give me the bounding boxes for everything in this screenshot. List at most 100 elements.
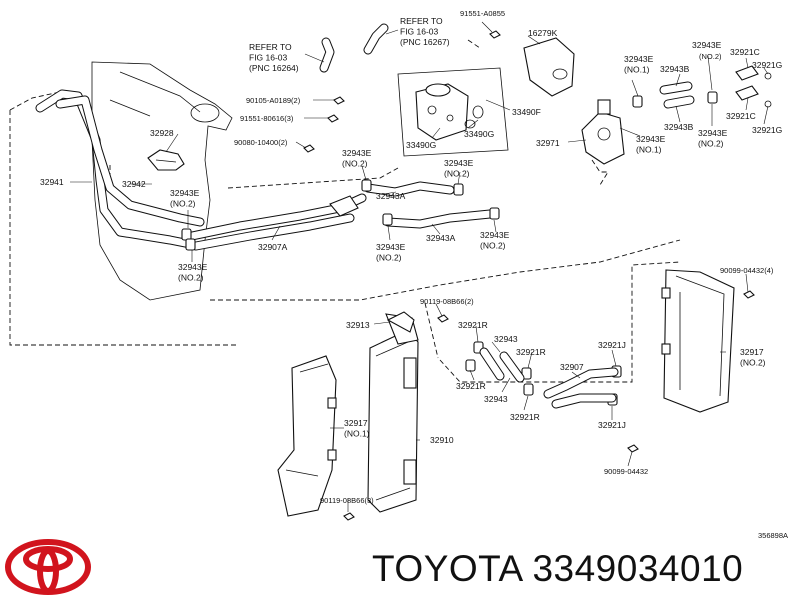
label-32943e-no2-f: 32943E(NO.2) <box>480 230 510 251</box>
label-16279k: 16279K <box>528 28 558 38</box>
valve-32971 <box>581 99 625 165</box>
label-32907: 32907 <box>560 362 584 372</box>
hose-32943-lower <box>479 347 525 383</box>
label-32943e: 32943E <box>692 40 722 50</box>
brand-line: TOYOTA 3349034010 <box>372 548 743 590</box>
label-32917-no1: 32917(NO.1) <box>344 418 370 439</box>
label-32941: 32941 <box>40 177 64 187</box>
label-32943-b: 32943 <box>484 394 508 404</box>
label-32921r-a: 32921R <box>458 320 488 330</box>
pipe-32907a <box>187 193 367 251</box>
label-32921r-d: 32921R <box>510 412 540 422</box>
label-refer-to-fig-left-line-1: REFER TO <box>249 42 292 52</box>
label-32943e-no2-c: 32943E(NO.2) <box>342 148 372 169</box>
label-32921r-b: 32921R <box>516 347 546 357</box>
label-32917-no1-line-2: (NO.1) <box>344 429 370 439</box>
label-32928: 32928 <box>150 128 174 138</box>
label-32943e-no2-b-line-1: 32943E <box>178 262 208 272</box>
label-refer-to-fig-right-line-1: REFER TO <box>400 16 443 26</box>
label-90099-04432: 90099-04432 <box>604 467 648 476</box>
hose-32943b-lower <box>663 95 695 109</box>
label-32921j-a: 32921J <box>598 340 626 350</box>
label-32921c-a: 32921C <box>730 47 760 57</box>
label-32943e-no1-b-line-2: (NO.1) <box>636 145 662 155</box>
air-duct-32917-no2 <box>661 269 735 413</box>
label-32943e-no2-d-line-2: (NO.2) <box>444 169 470 179</box>
label-90119-08b66-3: 90119-08B66(3) <box>320 496 374 505</box>
label-32943e-no2-c-line-2: (NO.2) <box>342 159 368 169</box>
label-33490g-b: 33490G <box>406 140 436 150</box>
fittings-32921c <box>735 65 772 108</box>
label-33490f: 33490F <box>512 107 541 117</box>
label-33490g-a: 33490G <box>464 129 494 139</box>
hose-upper-left <box>319 37 335 73</box>
label-90119-08b66-2: 90119-08B66(2) <box>420 297 474 306</box>
label-32917-no2-line-2: (NO.2) <box>740 358 766 368</box>
clamps <box>181 91 718 406</box>
label-90080-10400: 90080-10400(2) <box>234 138 288 147</box>
label-32943e-no2-g: 32943E(NO.2) <box>698 128 728 149</box>
label-32917-no1-line-1: 32917 <box>344 418 368 428</box>
label-32943e-no2-a-line-2: (NO.2) <box>170 199 196 209</box>
leader-lines <box>70 21 769 512</box>
hose-upper-right <box>363 23 389 55</box>
label-refer-to-fig-right-line-2: FIG 16-03 <box>400 27 439 37</box>
label-32943e-no2-f-line-1: 32943E <box>480 230 510 240</box>
label-32943e-no2-f-line-2: (NO.2) <box>480 241 506 251</box>
bracket-32913 <box>386 311 415 333</box>
label-90099-04432-4: 90099-04432(4) <box>720 266 774 275</box>
label-32971: 32971 <box>536 138 560 148</box>
label-32943e-no2-b-line-2: (NO.2) <box>178 273 204 283</box>
label-refer-to-fig-left-line-2: FIG 16-03 <box>249 53 288 63</box>
hose-32943b-upper <box>659 81 693 95</box>
label-90105-a0189: 90105-A0189(2) <box>246 96 301 105</box>
part-number: 3349034010 <box>532 548 744 589</box>
dashed-connection-lines <box>9 39 681 383</box>
label-32943e-no2-d: 32943E(NO.2) <box>444 158 474 179</box>
label-32943e-no2-e-line-2: (NO.2) <box>376 253 402 263</box>
label-32943e-no2-c-line-1: 32943E <box>342 148 372 158</box>
label-32921r-c: 32921R <box>456 381 486 391</box>
label-32910: 32910 <box>430 435 454 445</box>
brand-name: TOYOTA <box>372 548 522 589</box>
label-32942: 32942 <box>122 179 146 189</box>
label-32943e-no2-g-line-1: 32943E <box>698 128 728 138</box>
label-32921c-b: 32921C <box>726 111 756 121</box>
label-32943e-no1-a: 32943E(NO.1) <box>624 54 654 75</box>
label-32917-no2-line-1: 32917 <box>740 347 764 357</box>
label-32943e-no1-b-line-1: 32943E <box>636 134 666 144</box>
label-refer-to-fig-left-line-3: (PNC 16264) <box>249 63 299 73</box>
pipe-32941 <box>35 89 205 249</box>
label-32943b-b: 32943B <box>664 122 694 132</box>
toyota-logo <box>5 539 91 595</box>
label-32943e-no2-d-line-1: 32943E <box>444 158 474 168</box>
label-32943a-b: 32943A <box>426 233 456 243</box>
engine-outline <box>91 61 233 301</box>
bracket-32928 <box>147 149 185 171</box>
figure-code: 356898A <box>758 531 788 540</box>
label-32943e-no1-b: 32943E(NO.1) <box>636 134 666 155</box>
label-32943e-no2-b: 32943E(NO.2) <box>178 262 208 283</box>
label-refer-to-fig-right-line-3: (PNC 16267) <box>400 37 450 47</box>
oil-cooler-32910 <box>367 313 419 513</box>
label-32943e-no2-a: 32943E(NO.2) <box>170 188 200 209</box>
label-32917-no2: 32917(NO.2) <box>740 347 766 368</box>
label-32913: 32913 <box>346 320 370 330</box>
label-32943e-no2-a-line-1: 32943E <box>170 188 200 198</box>
label-32943e-no2-top: (NO.2) <box>699 52 722 61</box>
label-32943b-a: 32943B <box>660 64 690 74</box>
bracket-16279k <box>523 37 575 97</box>
label-32943e-no2-e-line-1: 32943E <box>376 242 406 252</box>
label-91551-a0855: 91551-A0855 <box>460 9 505 18</box>
pump-assembly-33490f <box>397 67 509 157</box>
hose-32943a-upper <box>363 181 455 197</box>
pipe-32907 <box>543 367 619 409</box>
label-32921g-a: 32921G <box>752 60 782 70</box>
label-32921g-b: 32921G <box>752 125 782 135</box>
label-32943e-no1-a-line-2: (NO.1) <box>624 65 650 75</box>
label-32907a: 32907A <box>258 242 288 252</box>
